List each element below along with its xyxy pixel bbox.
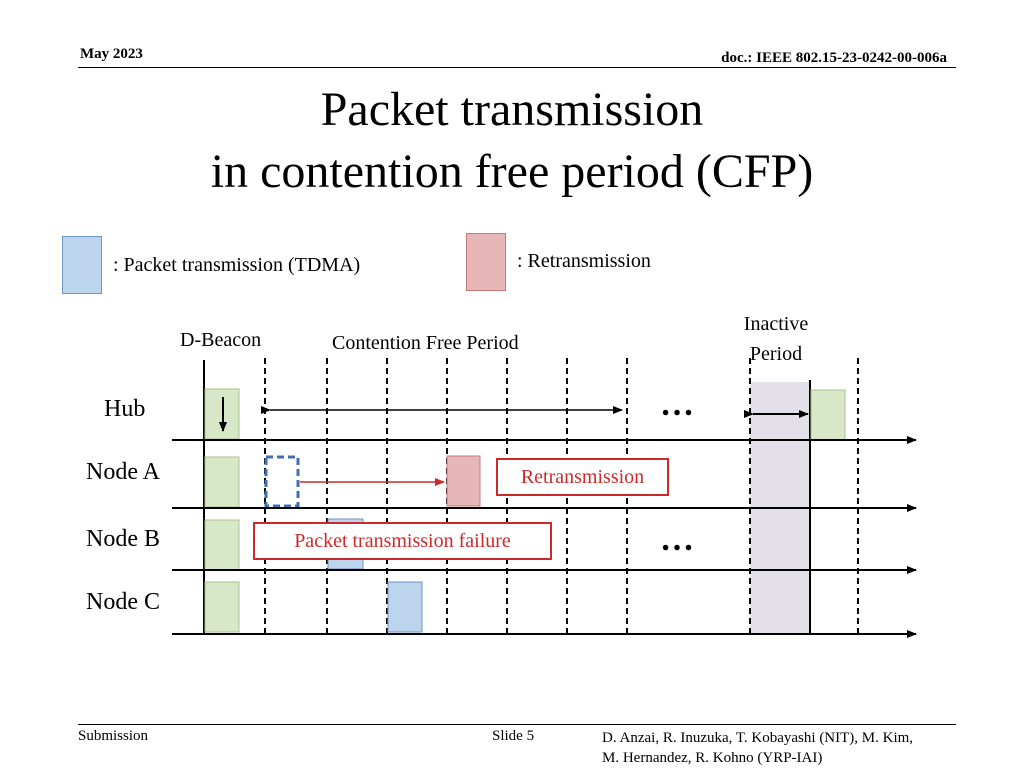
row-label-hub: Hub	[104, 396, 146, 422]
footer-submission: Submission	[78, 728, 149, 744]
header-doc-id: doc.: IEEE 802.15-23-0242-00-006a	[721, 50, 947, 66]
node-a-retransmission-block	[446, 455, 481, 507]
dbeacon-label: D-Beacon	[180, 329, 262, 351]
footer-authors-line1: D. Anzai, R. Inuzuka, T. Kobayashi (NIT)…	[602, 730, 914, 746]
footer-slide-number: Slide 5	[492, 728, 535, 744]
row-label-node-c: Node C	[86, 589, 160, 615]
row-label-node-b: Node B	[86, 526, 160, 552]
footer-authors-line2: M. Hernandez, R. Kohno (YRP-IAI)	[602, 750, 823, 766]
legend-retx-swatch	[466, 233, 506, 291]
node-a-beacon-block	[204, 456, 240, 508]
footer-rule	[78, 724, 956, 725]
legend-tdma-label: : Packet transmission (TDMA)	[113, 254, 361, 276]
failure-callout: Packet transmission failure	[253, 522, 552, 560]
node-b-beacon-block	[204, 519, 240, 571]
header-rule	[78, 67, 956, 68]
slot-boundaries	[264, 358, 859, 634]
legend-tdma-swatch	[62, 236, 102, 294]
slide-title-line2: in contention free period (CFP)	[210, 145, 814, 198]
cfp-label: Contention Free Period	[332, 332, 519, 354]
node-c-packet-block	[387, 581, 423, 633]
row-label-node-a: Node A	[86, 459, 160, 485]
hub-ellipsis: …	[660, 386, 694, 423]
node-c-beacon-block	[204, 581, 240, 633]
node-b-ellipsis: …	[660, 521, 694, 558]
node-a-failed-packet	[264, 455, 300, 508]
hub-next-beacon-block	[810, 389, 846, 441]
retransmission-callout: Retransmission	[496, 458, 669, 496]
inactive-label-line2: Period	[749, 343, 803, 365]
slide-title-line1: Packet transmission	[320, 83, 704, 136]
inactive-label-line1: Inactive	[743, 313, 809, 335]
header-date: May 2023	[80, 46, 143, 62]
legend-retx-label: : Retransmission	[517, 250, 651, 272]
